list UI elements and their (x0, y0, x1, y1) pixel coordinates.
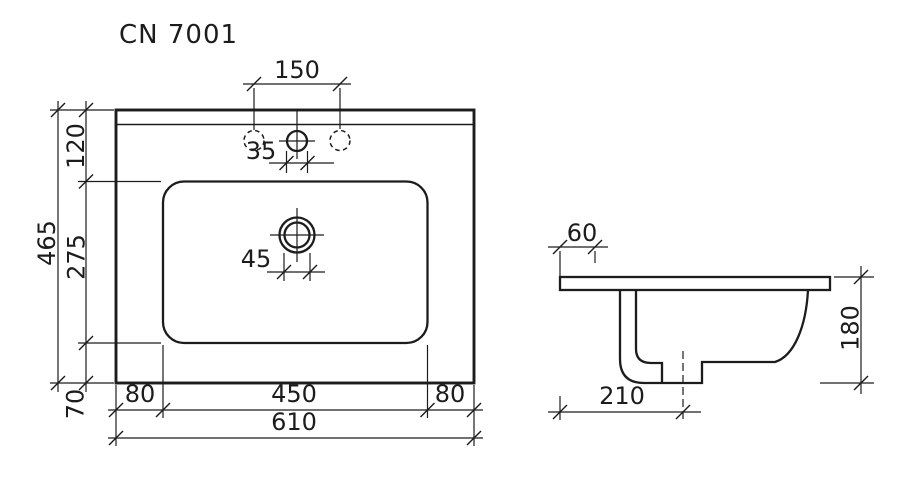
dim-label-bowl-depth: 275 (63, 234, 91, 280)
bowl-profile-outer (618, 289, 810, 385)
tick-mark (279, 155, 294, 171)
dim-tap-diameter: 35 (246, 137, 334, 173)
tick-mark (300, 155, 315, 171)
optional-tap-hole-left (243, 129, 265, 152)
tick-mark (302, 264, 318, 280)
tick-mark (853, 375, 869, 391)
dim-label: 60 (567, 219, 598, 247)
dim-drain-setback: 210 (548, 382, 701, 420)
tick-mark (675, 404, 691, 420)
dim-label: 35 (246, 137, 277, 165)
tick-mark (78, 102, 94, 118)
tick-mark (246, 76, 262, 92)
side-view: 60 180 210 (548, 219, 874, 420)
tick-mark (552, 404, 568, 420)
dim-width-total: 610 (108, 385, 483, 446)
dim-height: 180 (820, 266, 874, 394)
dim-back-ledge: 120 275 70 (62, 101, 161, 420)
dim-tap-setback: 60 (548, 219, 608, 276)
tick-mark (155, 402, 171, 418)
dim-label: 465 (33, 220, 61, 266)
tick-mark (587, 239, 603, 255)
dim-tap-spacing: 150 (243, 56, 351, 130)
dim-label-front-ledge: 70 (62, 389, 90, 420)
tick-mark (50, 102, 66, 118)
tick-mark (276, 264, 292, 280)
dim-bottom-widths: 80 450 80 (108, 345, 483, 418)
dim-label: 610 (271, 408, 317, 436)
tick-mark (332, 76, 348, 92)
bowl-outline (161, 180, 429, 345)
tick-mark (466, 430, 482, 446)
tick-mark (552, 239, 568, 255)
rim-profile (558, 275, 832, 292)
tick-mark (108, 430, 124, 446)
dim-depth-total: 465 (33, 101, 114, 392)
dim-label: 180 (837, 305, 865, 351)
optional-tap-hole-right (329, 129, 351, 152)
rim-outline (114, 108, 476, 385)
dim-label: 120 (62, 123, 90, 169)
tick-mark (853, 269, 869, 285)
tick-mark (78, 335, 94, 351)
tick-mark (78, 375, 94, 391)
tick-mark (420, 402, 435, 418)
dim-drain-diameter: 45 (241, 245, 325, 281)
dim-label: 150 (274, 56, 320, 84)
model-number: CN 7001 (119, 20, 238, 50)
tick-mark (78, 174, 94, 189)
dim-label-left-ledge: 80 (125, 380, 156, 408)
tick-mark (50, 375, 66, 391)
bowl-profile-inner (634, 290, 664, 382)
dim-label: 210 (599, 382, 645, 410)
top-view: 150 35 45 465 (33, 56, 483, 446)
dim-label-bowl-width: 450 (271, 380, 317, 408)
dim-label: 45 (241, 245, 272, 273)
dim-label-right-ledge: 80 (435, 380, 466, 408)
